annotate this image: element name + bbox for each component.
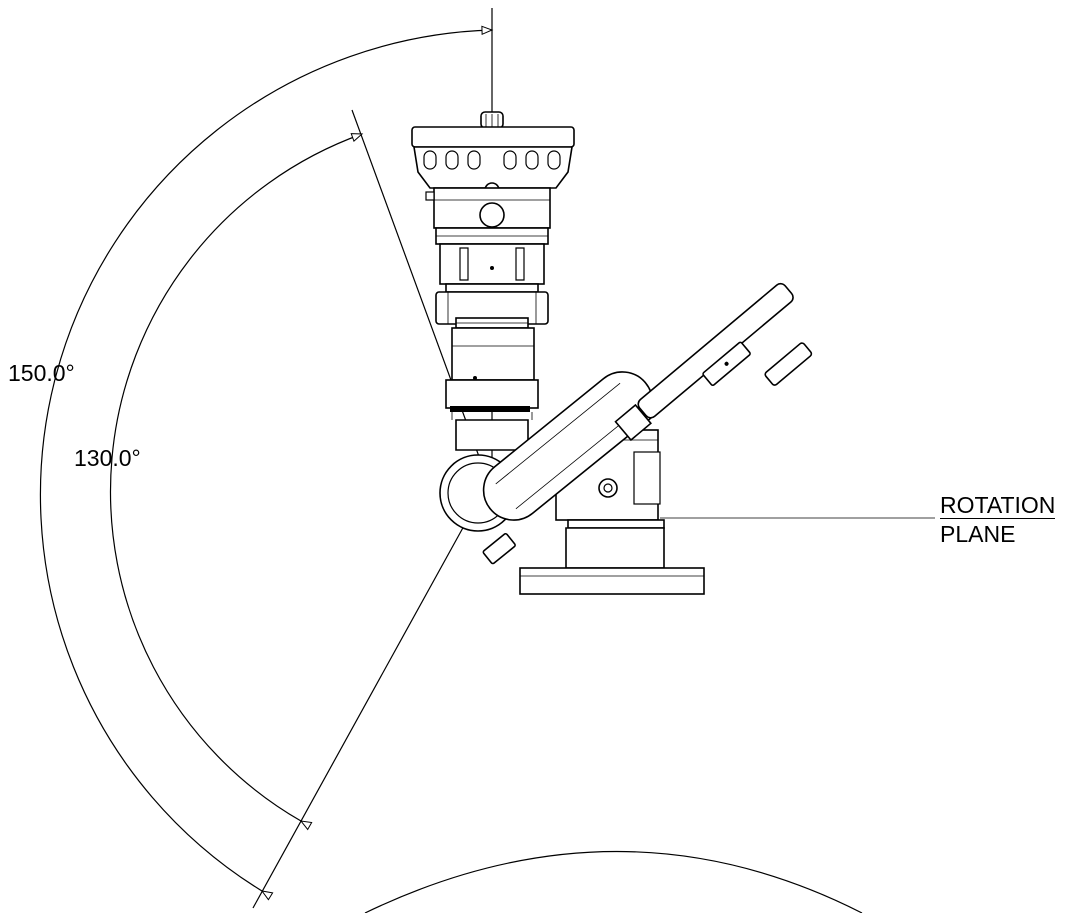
extension-line-lower — [252, 514, 471, 909]
dimension-arc-150 — [39, 25, 494, 901]
angle-label-130: 130.0° — [74, 445, 141, 471]
tube-bracket — [482, 532, 516, 565]
plane-label: PLANE — [940, 521, 1016, 547]
bottom-arc — [364, 850, 863, 913]
handwheel-assembly — [614, 282, 813, 442]
dimension-arc-130 — [109, 133, 364, 831]
angle-label-150: 150.0° — [8, 360, 75, 386]
diagonal-tube — [482, 371, 654, 521]
rotation-label: ROTATION — [940, 492, 1056, 519]
